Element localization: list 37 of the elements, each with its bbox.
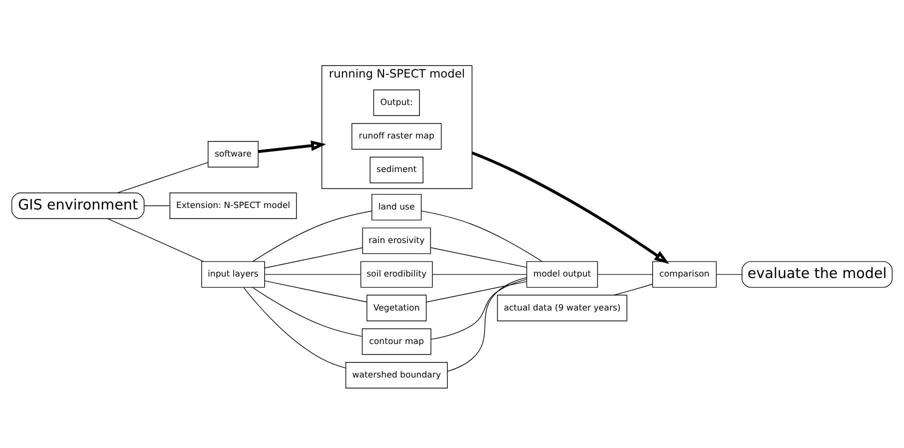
connector	[107, 218, 204, 262]
node-box: land use	[372, 194, 422, 220]
connector	[144, 205, 170, 206]
arrow	[258, 140, 326, 153]
connector	[432, 274, 527, 275]
connector	[252, 210, 372, 262]
node-box: contour map	[362, 328, 432, 355]
node-box: software	[208, 141, 259, 168]
node-box: Vegetation	[366, 294, 427, 322]
connector	[252, 287, 363, 337]
node-box: input layers	[201, 261, 265, 288]
node-box: actual data (9 water years)	[497, 294, 628, 322]
connector	[264, 247, 363, 268]
node-box: evaluate the model	[742, 261, 893, 288]
connector	[421, 210, 542, 262]
node-box: watershed boundary	[345, 362, 448, 388]
connector	[447, 277, 527, 372]
node-box: rain erosivity	[362, 228, 431, 254]
node-box: comparison	[652, 261, 717, 288]
node-box: runoff raster map	[352, 123, 442, 150]
node-box: model output	[526, 261, 598, 288]
connector	[430, 247, 527, 268]
node-box: soil erodibility	[360, 261, 433, 288]
connector	[597, 274, 653, 275]
connector	[264, 280, 368, 302]
connector	[430, 279, 527, 340]
connector	[243, 287, 346, 368]
node-box: GIS environment	[11, 192, 144, 219]
connector	[716, 274, 742, 275]
connector	[426, 281, 527, 302]
node-box: Extension: N-SPECT model	[170, 192, 297, 219]
node-box: Output:	[373, 90, 420, 116]
connector	[264, 274, 361, 275]
arrow	[471, 152, 670, 264]
node-box: sediment	[370, 156, 424, 184]
connector	[116, 162, 208, 194]
connector	[614, 284, 653, 296]
